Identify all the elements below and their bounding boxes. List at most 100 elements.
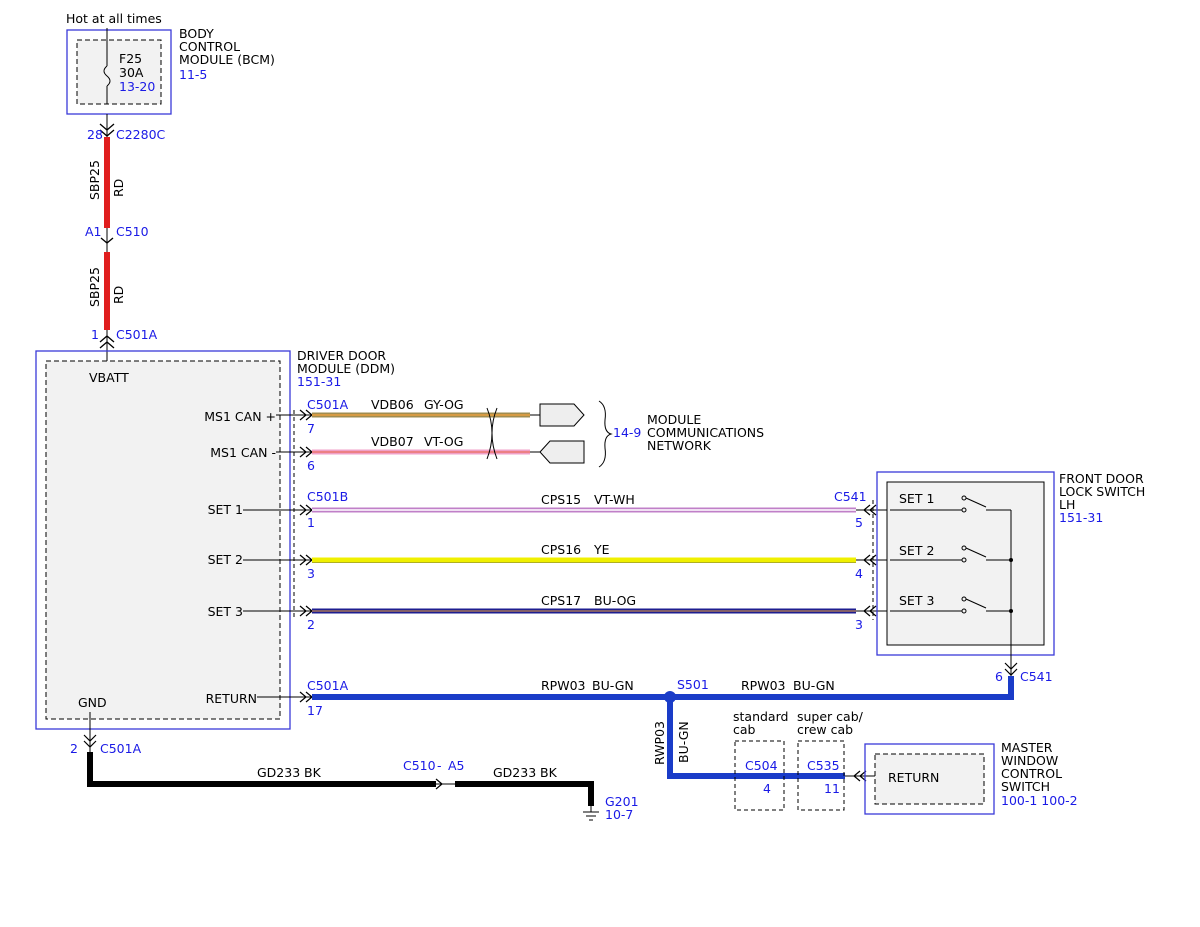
can-plus-pin: 7 [307, 421, 315, 436]
connector-c510-label[interactable]: C510 [116, 224, 149, 239]
switch1-arm-icon [965, 497, 987, 508]
ground-g201-ref[interactable]: 10-7 [605, 807, 633, 822]
wire-gd233-left[interactable] [87, 752, 436, 787]
ddm-vbatt-label: VBATT [89, 370, 129, 385]
mwcs-outer-box [864, 743, 995, 815]
connector-c504-label[interactable]: C504 [745, 758, 778, 773]
set3-right-connector-icon [863, 605, 877, 617]
wire-gd233-right-color: BK [540, 765, 558, 780]
mwcs-module: RETURN [864, 743, 995, 815]
connector-c501a-top-label[interactable]: C501A [116, 327, 158, 342]
return-circuit-group [257, 676, 1014, 811]
set1-right-connector-icon [863, 504, 877, 516]
set1-right-pin: 5 [855, 515, 863, 530]
set2-left-pin: 3 [307, 566, 315, 581]
gnd-connector-icon [83, 734, 97, 748]
switch2-contact-a [961, 557, 967, 563]
wire-vdb06-color: GY-OG [424, 397, 464, 412]
wire-rpw03-right-color: BU-GN [793, 678, 835, 693]
fuse-f25-icon [103, 65, 111, 87]
c510-inline-label[interactable]: C510 [403, 758, 436, 773]
connector-c501a-top-icon [99, 335, 115, 349]
splice-s501-label[interactable]: S501 [677, 677, 709, 692]
wire-cps16-color: YE [593, 542, 610, 557]
bcm-label-line2: CONTROL [179, 39, 240, 54]
ddm-gnd-label: GND [78, 695, 107, 710]
connector-c2280c-label[interactable]: C2280C [116, 127, 166, 142]
wire-gd233-left-color: BK [304, 765, 322, 780]
ddm-title-line1: DRIVER DOOR [297, 348, 386, 363]
wire-gd233-right[interactable] [455, 781, 594, 806]
mcn-ref-link[interactable]: 14-9 [613, 425, 641, 440]
wire-rpw03-left-circuit: RPW03 [541, 678, 586, 693]
bcm-label-line3: MODULE (BCM) [179, 52, 275, 67]
mcn-label-line3: NETWORK [647, 438, 712, 453]
set3-left-pin: 2 [307, 617, 315, 632]
ground-g201-label[interactable]: G201 [605, 794, 639, 809]
connector-c535-label[interactable]: C535 [807, 758, 840, 773]
lock-switch-module: SET 1 SET 2 SET 3 [876, 471, 1055, 676]
fuse-ref-link[interactable]: 13-20 [119, 79, 155, 94]
lock-switch-ref-link[interactable]: 151-31 [1059, 510, 1103, 525]
set1-left-pin: 1 [307, 515, 315, 530]
wire-vdb07-color: VT-OG [424, 434, 463, 449]
lock-switch-outer-box [876, 471, 1055, 656]
ground-circuit-group [83, 712, 599, 821]
standard-cab-line1: standard [733, 709, 788, 724]
pin-1-label: 1 [91, 327, 99, 342]
wire-gd233-right-circuit: GD233 [493, 765, 536, 780]
wire-vdb06-circuit: VDB06 [371, 397, 414, 412]
ddm-set2-label: SET 2 [208, 552, 243, 567]
fuse-rating: 30A [119, 65, 144, 80]
c541-bottom-connector-icon [1004, 662, 1018, 676]
wire-cps15-color: VT-WH [594, 492, 635, 507]
ddm-ref-link[interactable]: 151-31 [297, 374, 341, 389]
lock-switch-set1-label: SET 1 [899, 491, 934, 506]
bcm-label-line1: BODY [179, 26, 214, 41]
connector-c504-pin: 4 [763, 781, 771, 796]
bcm-inner-box [76, 39, 162, 105]
ground-g201-icon [583, 811, 599, 821]
ddm-ms1-can-plus-label: MS1 CAN + [204, 409, 276, 424]
gnd-connector-label[interactable]: C501A [100, 741, 142, 756]
can-bus-group [276, 400, 613, 468]
switch3-arm-icon [965, 598, 987, 609]
mwcs-inner-box [874, 753, 985, 805]
ddm-set1-label: SET 1 [208, 502, 243, 517]
lock-switch-bottom-conn[interactable]: C541 [1020, 669, 1053, 684]
lock-switch-set3-label: SET 3 [899, 593, 934, 608]
super-cab-line1: super cab/ [797, 709, 864, 724]
c535-connector-box [797, 740, 845, 811]
connector-c2280c-icon [99, 123, 115, 137]
return-pin: 17 [307, 703, 323, 718]
mwcs-return-label: RETURN [888, 770, 939, 785]
can-minus-pin: 6 [307, 458, 315, 473]
can-connector-label[interactable]: C501A [307, 397, 349, 412]
mwcs-title-line3: CONTROL [1001, 766, 1062, 781]
wire-sbp25-upper-color: RD [111, 179, 126, 197]
wire-cps17-circuit: CPS17 [541, 593, 581, 608]
switch2-arm-icon [965, 547, 987, 558]
mwcs-title-line2: WINDOW [1001, 753, 1058, 768]
wire-sbp25-lower-circuit: SBP25 [87, 267, 102, 307]
set-right-connector-label[interactable]: C541 [834, 489, 867, 504]
mwcs-title-line4: SWITCH [1001, 779, 1050, 794]
bcm-outer-box [66, 29, 172, 115]
wire-cps17-color: BU-OG [594, 593, 636, 608]
set2-right-pin: 4 [855, 566, 863, 581]
mcn-brace-icon [598, 400, 613, 468]
super-cab-line2: crew cab [797, 722, 853, 737]
c510-inline-dash: - [437, 758, 442, 773]
connector-c535-pin: 11 [824, 781, 840, 796]
hot-at-all-times-label: Hot at all times [66, 11, 162, 26]
return-connector-label[interactable]: C501A [307, 678, 349, 693]
set-wires-group [243, 500, 890, 620]
wire-sbp25-upper-circuit: SBP25 [87, 160, 102, 200]
lock-switch-title-line2: LOCK SWITCH [1059, 484, 1145, 499]
mwcs-ref-link[interactable]: 100-1 100-2 [1001, 793, 1078, 808]
bcm-ref-link[interactable]: 11-5 [179, 67, 207, 82]
switch1-contact-a [961, 507, 967, 513]
wire-gd233-left-circuit: GD233 [257, 765, 300, 780]
set-left-connector-label[interactable]: C501B [307, 489, 348, 504]
